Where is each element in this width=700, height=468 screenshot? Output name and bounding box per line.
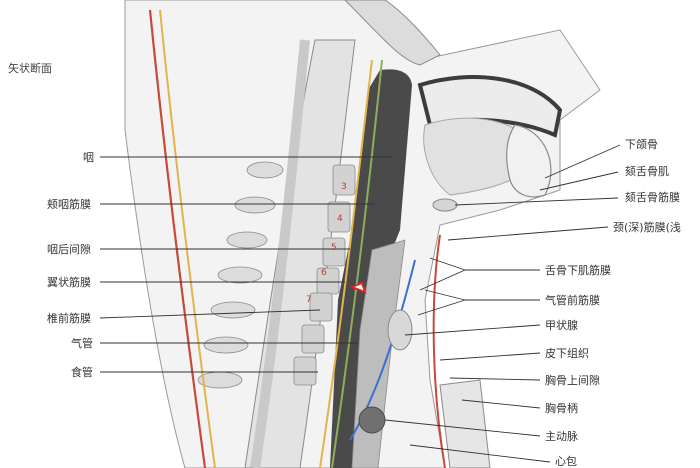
label-retropharyngeal-space: 咽后间隙 bbox=[47, 242, 91, 256]
label-buccopharyngeal-fascia: 颊咽筋膜 bbox=[47, 197, 91, 211]
right-label-group: 下颌骨 颏舌骨肌 颏舌骨筋膜 颈(深)筋膜(浅 舌骨下肌筋膜 气管前筋膜 甲状腺… bbox=[545, 137, 681, 468]
red-marker bbox=[349, 281, 367, 294]
label-aorta: 主动脉 bbox=[545, 429, 578, 443]
spinous-processes bbox=[197, 161, 284, 389]
left-label-group: 咽 颊咽筋膜 咽后间隙 翼状筋膜 椎前筋膜 气管 食管 bbox=[47, 151, 94, 379]
label-infrahyoid-fascia: 舌骨下肌筋膜 bbox=[545, 263, 611, 277]
label-mandible: 下颌骨 bbox=[625, 137, 658, 151]
skull-base bbox=[344, 0, 441, 66]
spinal-cord bbox=[250, 39, 310, 468]
skin-line bbox=[148, 9, 207, 468]
label-trachea: 气管 bbox=[71, 336, 93, 350]
label-geniohyoid-muscle: 颏舌骨肌 bbox=[625, 164, 669, 178]
vertebra-number: 3 bbox=[341, 182, 347, 192]
vertebra-number: 4 bbox=[337, 214, 343, 224]
label-geniohyoid-fascia: 颏舌骨筋膜 bbox=[625, 190, 680, 204]
manubrium bbox=[439, 379, 491, 468]
label-pretracheal-fascia: 气管前筋膜 bbox=[545, 293, 600, 307]
aorta bbox=[358, 406, 386, 434]
prevertebral-yellow-line bbox=[319, 59, 373, 468]
vertebra-number: 6 bbox=[321, 268, 327, 278]
vertebra-number: 5 bbox=[331, 243, 337, 253]
mandible bbox=[506, 124, 552, 198]
right-leaders bbox=[384, 144, 621, 463]
vertebra-number: 7 bbox=[306, 295, 312, 305]
label-deep-cervical-fascia: 颈(深)筋膜(浅 bbox=[613, 220, 681, 234]
hyoid-bone bbox=[432, 198, 458, 212]
label-pharynx: 咽 bbox=[83, 151, 94, 164]
label-esophagus: 食管 bbox=[71, 365, 93, 379]
left-leaders bbox=[99, 156, 392, 373]
vertebral-bodies bbox=[293, 164, 356, 386]
vertebra-number-group: 3 4 5 6 7 bbox=[306, 182, 347, 305]
label-alar-fascia: 翼状筋膜 bbox=[47, 275, 91, 289]
label-prevertebral-fascia: 椎前筋膜 bbox=[47, 311, 91, 325]
diagram-title: 矢状断面 bbox=[8, 61, 52, 75]
thyroid-gland bbox=[387, 309, 413, 351]
label-manubrium: 胸骨柄 bbox=[545, 401, 578, 415]
label-pericardium: 心包 bbox=[555, 455, 577, 468]
alar-green-line bbox=[331, 59, 383, 468]
label-suprasternal-space: 胸骨上间隙 bbox=[545, 373, 600, 387]
label-thyroid: 甲状腺 bbox=[545, 318, 578, 332]
posterior-fascia-line bbox=[159, 9, 216, 468]
label-subcutaneous: 皮下组织 bbox=[545, 346, 589, 360]
